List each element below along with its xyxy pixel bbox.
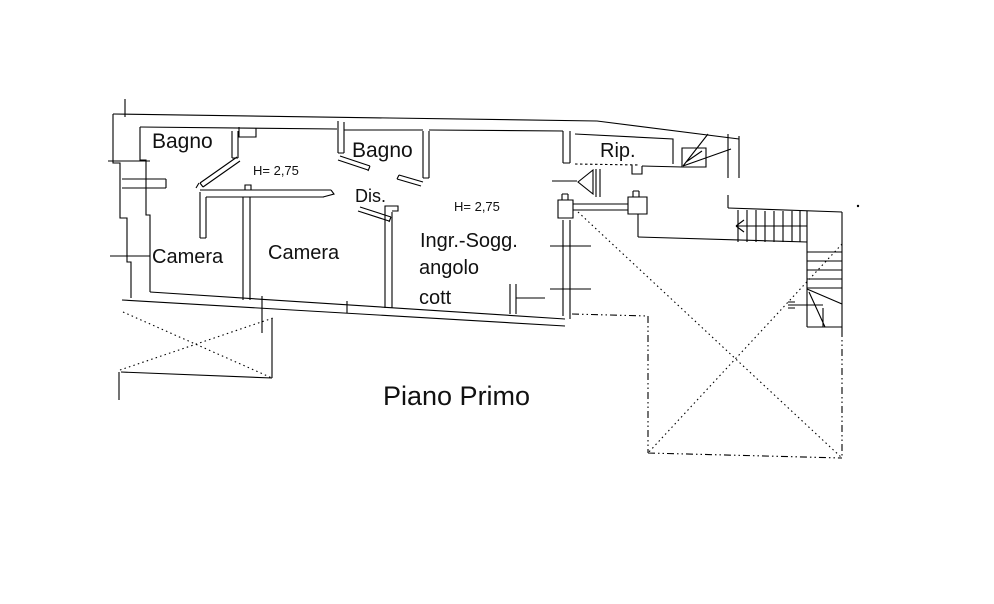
terrace-small <box>118 311 274 400</box>
label-bagno-right: Bagno <box>352 139 413 162</box>
label-bagno-left: Bagno <box>152 130 213 153</box>
staircase <box>637 207 843 330</box>
entrance-door-leaf <box>595 169 601 197</box>
label-height-right: H= 2,75 <box>454 199 500 214</box>
label-camera-mid: Camera <box>268 242 340 264</box>
label-rip: Rip. <box>600 140 636 162</box>
stair-break-mark <box>788 301 823 309</box>
rip-room-walls <box>574 133 740 208</box>
corner-stair-symbol <box>681 133 732 168</box>
door-swing-bagno-right-2 <box>396 174 424 187</box>
exterior-walls <box>108 99 740 333</box>
label-height-left: H= 2,75 <box>253 163 299 178</box>
stair-direction-arrow <box>735 219 807 233</box>
terrace-large <box>571 211 843 459</box>
label-dis: Dis. <box>355 186 386 206</box>
stray-dot <box>856 204 860 208</box>
entrance <box>552 168 648 237</box>
interior-walls <box>195 121 591 319</box>
label-soggiorno-line1: Ingr.-Sogg. <box>420 230 518 252</box>
door-swing-bagno-right <box>337 155 371 172</box>
label-camera-left: Camera <box>152 246 224 268</box>
door-swing-dis <box>357 206 392 223</box>
label-soggiorno-line2: angolo <box>419 257 480 279</box>
entrance-arrow-icon <box>577 168 594 196</box>
door-swing-bagno-left <box>195 156 241 189</box>
floor-title: Piano Primo <box>383 381 531 411</box>
label-soggiorno-line3: cott <box>419 287 452 309</box>
